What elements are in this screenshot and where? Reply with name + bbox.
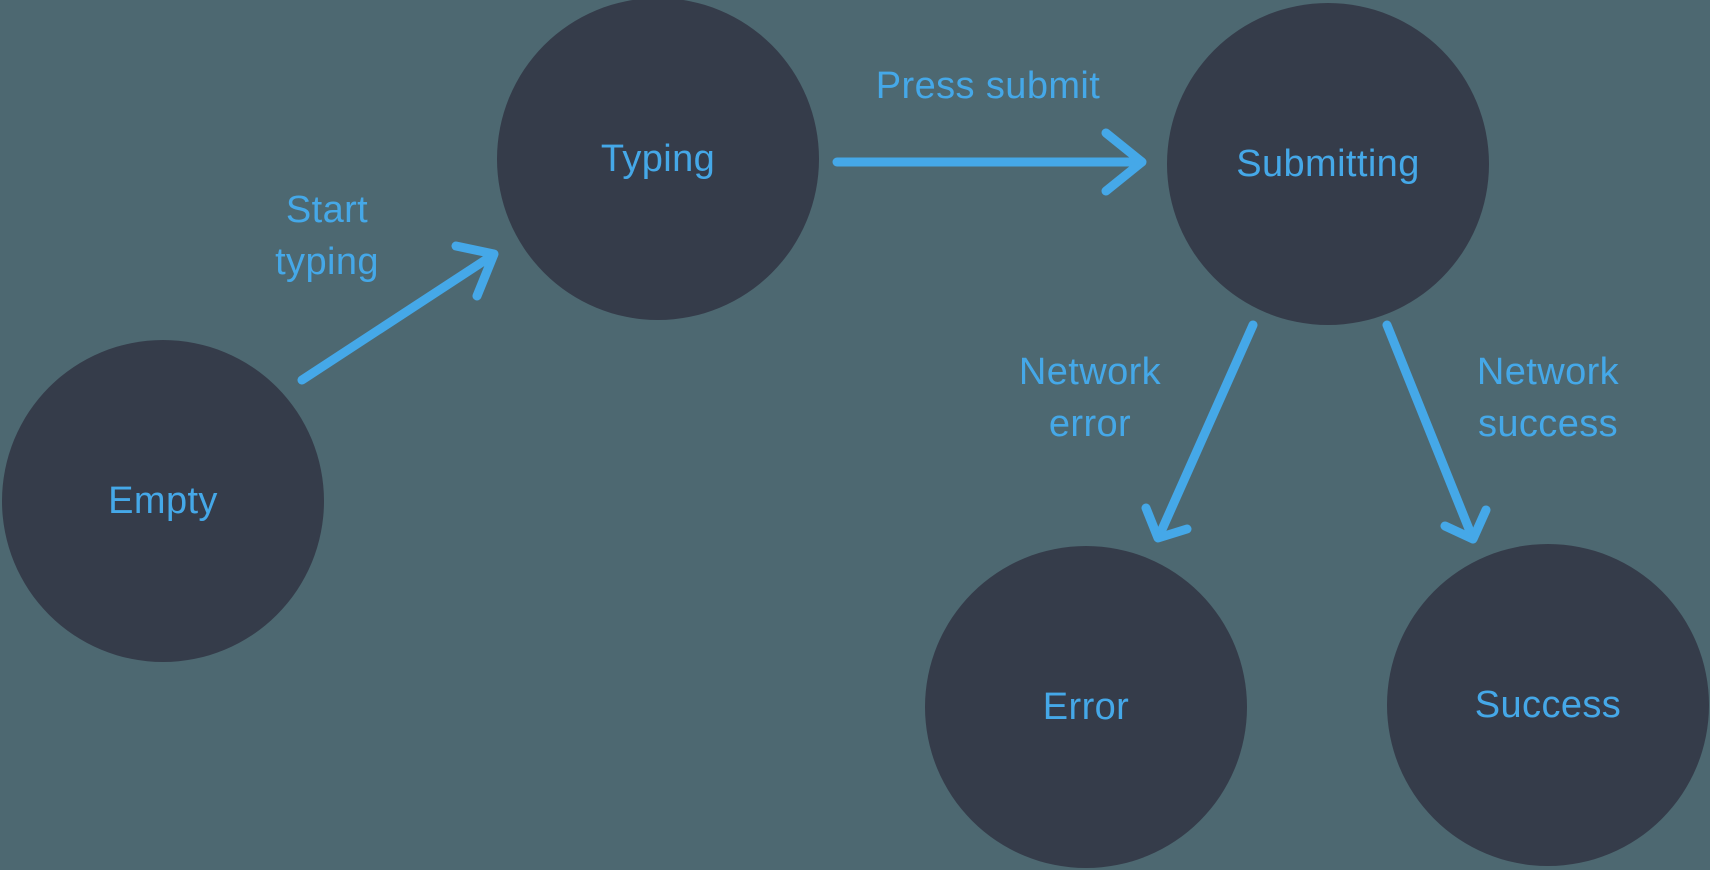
node-submitting-label: Submitting bbox=[1236, 142, 1420, 185]
edge-label-press-submit: Press submit bbox=[875, 65, 1101, 107]
edge-label-start-typing: Start typing bbox=[275, 189, 379, 283]
node-error-label: Error bbox=[1042, 685, 1130, 728]
node-error: Error bbox=[925, 546, 1247, 868]
edge-label-network-error: Network error bbox=[1018, 351, 1162, 445]
edge-label-network-success: Network success bbox=[1476, 351, 1620, 445]
node-typing: Typing bbox=[497, 0, 819, 320]
node-typing-label: Typing bbox=[600, 137, 716, 180]
node-empty: Empty bbox=[2, 340, 324, 662]
edge-network-success-arrow bbox=[1382, 320, 1491, 544]
edge-start-typing-arrow bbox=[297, 241, 499, 385]
node-success: Success bbox=[1387, 544, 1709, 866]
edge-network-error-arrow bbox=[1141, 320, 1258, 543]
node-submitting: Submitting bbox=[1167, 3, 1489, 325]
node-empty-label: Empty bbox=[108, 479, 218, 522]
node-success-label: Success bbox=[1474, 683, 1622, 726]
edge-press-submit-arrow bbox=[832, 128, 1147, 196]
